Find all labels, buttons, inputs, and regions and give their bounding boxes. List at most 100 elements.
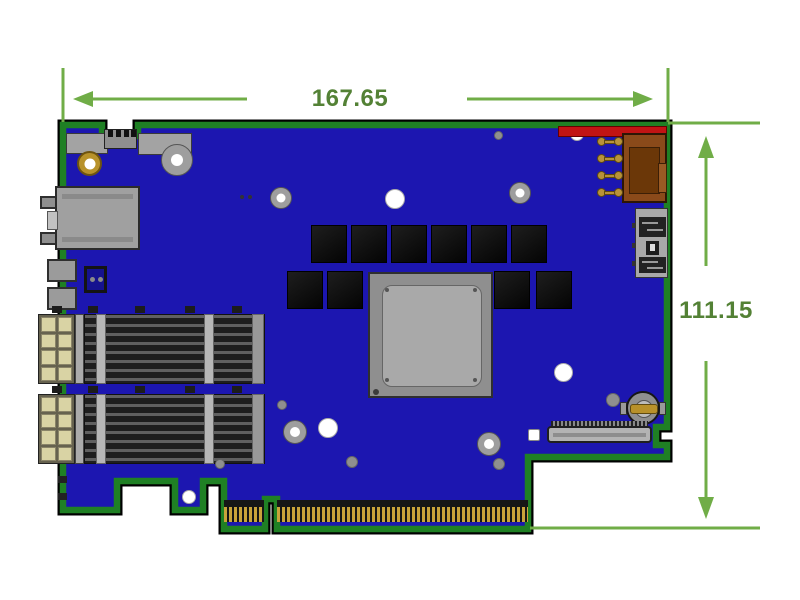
width-arrowhead-right: [633, 91, 653, 107]
inductor: [536, 271, 572, 309]
via-dot: [493, 458, 505, 470]
qsfp-heatsink: [84, 314, 265, 384]
via-dot: [606, 393, 620, 407]
io-pin: [632, 243, 635, 248]
inductor: [431, 225, 467, 263]
inductor: [311, 225, 347, 263]
width-arrowhead-left: [73, 91, 93, 107]
pcie-connector-base: [224, 500, 264, 507]
mounting-hole-gold: [77, 151, 102, 176]
gold-pin-row: [597, 137, 623, 147]
power-connector-tab: [658, 163, 667, 193]
top-notch-connector: [104, 129, 137, 149]
cage-band: [204, 394, 214, 464]
standoff-hole: [270, 187, 292, 209]
pin-hole: [90, 277, 95, 282]
qsfp-faceplate: [75, 394, 84, 464]
side-button: [47, 287, 77, 310]
fiducial-dot: [240, 195, 244, 199]
inductor: [287, 271, 323, 309]
pin-hole: [98, 277, 103, 282]
cage-clip: [135, 386, 145, 393]
pin1-marker: [373, 389, 379, 395]
fiducial-dot: [248, 195, 252, 199]
cage-band: [252, 314, 264, 384]
pcie-gold-fingers: [224, 507, 264, 522]
gold-pin-row: [597, 154, 623, 164]
component-tab: [659, 402, 666, 415]
via-dot: [277, 400, 287, 410]
chip-lid: [382, 285, 482, 387]
rj45-port: [55, 186, 140, 250]
board-width-dimension: 167.65: [311, 85, 389, 112]
tab-hole: [182, 490, 196, 504]
lid-dot: [473, 378, 477, 382]
power-connector: [622, 133, 667, 203]
inductor: [511, 225, 547, 263]
rj45-latch: [47, 211, 58, 230]
white-square-component: [528, 429, 540, 441]
connector-pin: [131, 130, 136, 137]
red-component-strip: [558, 126, 667, 137]
height-arrowhead-down: [698, 497, 714, 519]
qsfp-heatsink: [84, 394, 265, 464]
qsfp-emi-gasket: [38, 314, 75, 384]
connector-pin: [124, 130, 129, 137]
io-ports-block: [632, 208, 668, 278]
mounting-hole-center: [84, 158, 95, 169]
connector-pin: [116, 130, 121, 137]
standoff-hole: [509, 182, 531, 204]
gold-pin-row: [597, 188, 623, 198]
qsfp-emi-gasket: [38, 394, 75, 464]
coin-component: [626, 391, 660, 425]
inductor: [494, 271, 530, 309]
two-pin-connector: [84, 266, 107, 293]
cage-band: [252, 394, 264, 464]
io-pin: [632, 261, 635, 266]
qsfp-cage-2: [38, 386, 265, 466]
io-port: [639, 257, 666, 273]
mounting-hole: [554, 363, 573, 382]
io-port: [639, 217, 666, 237]
inductor: [327, 271, 363, 309]
rj45-detail: [62, 237, 133, 242]
lid-dot: [473, 288, 477, 292]
inductor: [351, 225, 387, 263]
lid-dot: [385, 378, 389, 382]
via-dot: [346, 456, 358, 468]
power-connector-cavity: [629, 147, 660, 194]
mounting-hole: [385, 189, 405, 209]
edge-pin: [58, 476, 67, 483]
mounting-hole: [318, 418, 338, 438]
board-height-dimension: 111.15: [679, 297, 753, 324]
debug-connector-slot: [553, 433, 646, 437]
cage-clip: [52, 386, 62, 393]
connector-pin: [108, 130, 113, 137]
rj45-detail: [62, 194, 133, 199]
via-dot: [215, 459, 225, 469]
cage-clip: [135, 306, 145, 313]
cage-clip: [88, 386, 98, 393]
qsfp-cage-1: [38, 306, 265, 386]
cage-clip: [88, 306, 98, 313]
pcie-connector-base: [277, 500, 528, 507]
edge-pin: [58, 493, 67, 500]
inductor: [471, 225, 507, 263]
cage-band: [204, 314, 214, 384]
qsfp-faceplate: [75, 314, 84, 384]
via-dot: [494, 131, 503, 140]
coin-slot: [630, 404, 658, 414]
cage-clip: [185, 386, 195, 393]
cage-band: [96, 314, 106, 384]
cage-clip: [232, 306, 242, 313]
main-chip: [368, 272, 493, 398]
debug-connector: [547, 426, 652, 443]
gold-pin-row: [597, 171, 623, 181]
io-port: [646, 241, 659, 255]
standoff-hole: [171, 154, 183, 166]
standoff-gray: [161, 144, 193, 176]
lid-dot: [385, 288, 389, 292]
inductor: [391, 225, 427, 263]
standoff-hole: [283, 420, 307, 444]
